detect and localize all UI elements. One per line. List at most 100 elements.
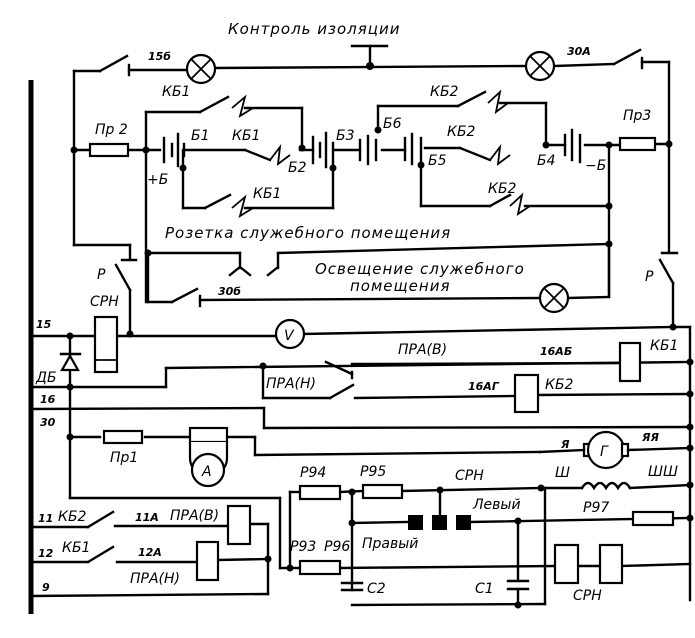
label-shsh: ШШ (648, 464, 678, 480)
label-kb2: КБ2 (488, 181, 517, 197)
label-ya: Я (560, 438, 570, 451)
label-r95: Р95 (360, 464, 386, 480)
label-batt-plus: +Б (147, 172, 168, 188)
resistor-r97 (631, 510, 675, 527)
relay-coil-kb2 (513, 373, 540, 414)
lamp-icon (185, 53, 217, 85)
wire-label-15: 15 (36, 318, 52, 331)
label-pra-v: ПРА(В) (398, 342, 447, 358)
wire-label-30a: 30А (567, 45, 591, 58)
resistor-r96 (298, 559, 342, 576)
ammeter-shunt: A (188, 426, 229, 488)
battery-cell-b4 (563, 128, 582, 164)
label-kb1: КБ1 (253, 186, 281, 202)
label-kb2-coil: КБ2 (545, 377, 574, 393)
lighting-wiring (146, 242, 611, 308)
voltmeter-symbol: V (284, 328, 295, 344)
lighting-label-2: помещения (350, 277, 450, 295)
label-kb2: КБ2 (430, 84, 459, 100)
bottom-control-wiring (29, 510, 272, 598)
label-b2: Б2 (288, 160, 307, 176)
label-r96: Р96 (324, 539, 350, 555)
wire-label-12a: 12А (138, 546, 162, 559)
label-batt-minus: −Б (585, 158, 606, 174)
fuse-label-pr1: Пр1 (110, 450, 138, 466)
label-kb2-contact: КБ2 (58, 509, 87, 525)
junction-dots (70, 126, 673, 257)
label-yaya: ЯЯ (641, 431, 659, 444)
relay-r-contact-right (658, 142, 679, 329)
label-kb2: КБ2 (447, 124, 476, 140)
lamp-icon (524, 50, 556, 82)
relay-coil-srn-bottom-1 (553, 543, 580, 585)
wire-label-12: 12 (38, 547, 54, 560)
label-b6: Б6 (383, 116, 402, 132)
relay-coil-srn-bottom-2 (598, 543, 624, 585)
kb1-contact-icon (231, 94, 291, 218)
label-b5: Б5 (428, 153, 447, 169)
label-pra-v-coil: ПРА(В) (170, 508, 219, 524)
fuse-label-pr3: Пр3 (623, 108, 651, 124)
label-b4: Б4 (537, 153, 556, 169)
wire-label-16ab: 16АБ (540, 345, 572, 358)
label-kb1: КБ1 (232, 128, 260, 144)
wire-label-30b: 30б (218, 285, 241, 298)
relay-r-contact-left (72, 148, 138, 336)
label-r93: Р93 (290, 539, 316, 555)
lamp-icon (538, 282, 570, 314)
wire-label-11a: 11А (135, 511, 159, 524)
label-sh: Ш (555, 465, 570, 481)
battery-cell-b1 (162, 132, 186, 168)
generator: Г (538, 430, 694, 470)
contact-pad-center (432, 515, 447, 530)
contact-pad-left (456, 515, 471, 530)
contact-pad-right (408, 515, 423, 530)
label-diode-db: ДБ (35, 370, 57, 386)
wire-label-11: 11 (38, 512, 53, 525)
wire-label-9: 9 (42, 581, 50, 594)
battery-cell-b3 (358, 134, 378, 166)
label-pra-n-coil: ПРА(Н) (130, 571, 180, 587)
label-relay-r: Р (97, 267, 106, 283)
lighting-label-1: Освещение служебного (315, 260, 525, 278)
resistor-r95 (361, 483, 404, 500)
label-r94: Р94 (300, 465, 326, 481)
fuse-pr3 (618, 136, 657, 152)
label-relay-r: Р (645, 269, 654, 285)
resistor-r94 (298, 484, 342, 501)
label-pra-n: ПРА(Н) (266, 376, 316, 392)
capacitor-c1 (506, 579, 530, 591)
fuse-pr1 (102, 429, 144, 445)
wire-label-16: 16 (40, 393, 56, 406)
wire-label-16ag: 16АГ (468, 380, 500, 393)
label-r97: Р97 (583, 500, 609, 516)
battery-cell-b6 (403, 132, 423, 167)
insulation-control-title: Контроль изоляции (228, 20, 401, 38)
insulation-lamp-row (72, 48, 671, 152)
relay-coil-pra-n (195, 540, 220, 582)
wire-30 (29, 406, 694, 570)
label-right: Правый (362, 536, 418, 552)
socket-icon[interactable] (228, 265, 280, 277)
label-srn-3: СРН (573, 588, 602, 604)
regulator-wiring (278, 481, 694, 609)
voltmeter: V (274, 318, 306, 350)
generator-symbol: Г (600, 444, 609, 460)
socket-label: Розетка служебного помещения (165, 224, 451, 242)
wire-label-30: 30 (40, 416, 56, 429)
wire-label-15b: 15б (148, 50, 171, 63)
kb2-contact-icon (487, 89, 531, 216)
label-b3: Б3 (336, 128, 355, 144)
battery-cell-b2 (311, 131, 335, 169)
fuse-label-pr2: Пр 2 (95, 122, 128, 138)
relay-coil-pra-v (226, 504, 252, 546)
capacitor-c2 (340, 581, 364, 592)
label-left: Левый (472, 497, 521, 513)
battery-wiring (72, 90, 671, 304)
pra-v-contact (324, 360, 622, 380)
wire-15 (29, 323, 692, 602)
label-c2: С2 (367, 581, 386, 597)
label-srn: СРН (90, 294, 119, 310)
fuse-pr2 (88, 142, 130, 158)
